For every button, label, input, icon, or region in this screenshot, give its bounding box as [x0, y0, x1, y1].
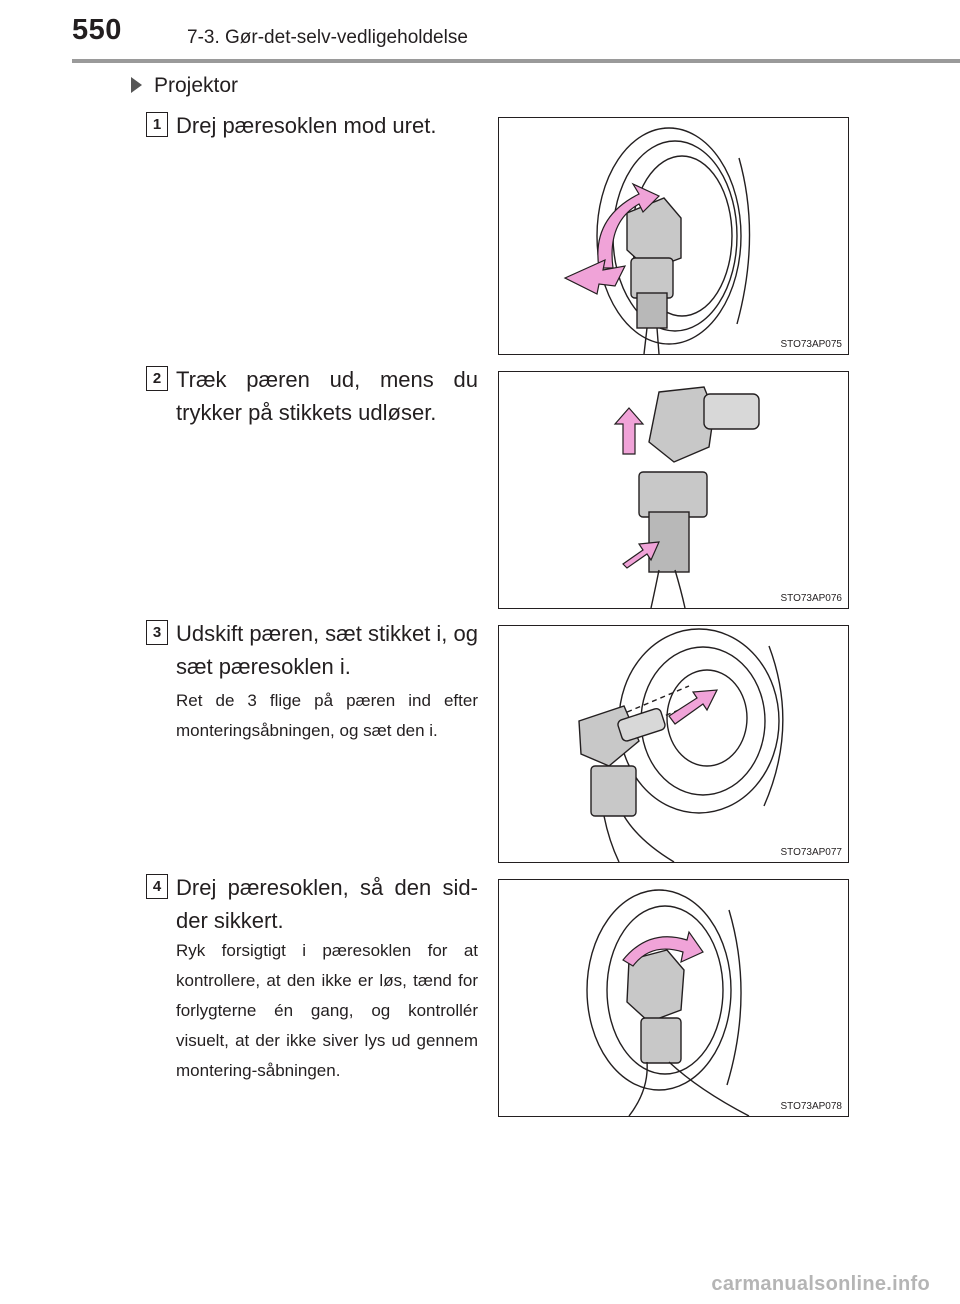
bulb-socket-lock-illustration [586, 889, 750, 1116]
subheading: Projektor [131, 74, 238, 98]
step-4-note: Ryk forsigtigt i pæresoklen for at kontr… [176, 941, 478, 1080]
step-1-text: Drej pæresoklen mod uret. [176, 113, 437, 138]
watermark-link[interactable]: carmanualsonline.info [711, 1273, 930, 1295]
figure-code-2: STO73AP076 [780, 593, 842, 604]
bulb-socket-rotate-illustration [563, 127, 751, 354]
figure-code-4: STO73AP078 [780, 1101, 842, 1112]
figure-code-1: STO73AP075 [780, 339, 842, 350]
bulb-insert-illustration [578, 628, 784, 862]
page-number: 550 [72, 14, 122, 46]
step-3-text: Udskift pæren, sæt stikket i, og sæt pær… [176, 621, 478, 679]
step-3-note: Ret de 3 flige på pæren ind efter monter… [176, 691, 478, 740]
figure-step-3: STO73AP077 [498, 625, 849, 863]
figure-step-2: STO73AP076 [498, 371, 849, 609]
section-title: 7-3. Gør-det-selv-vedligeholdelse [187, 27, 468, 48]
step-number-4: 4 [146, 874, 168, 899]
figure-step-1: STO73AP075 [498, 117, 849, 355]
triangle-bullet-icon [131, 77, 142, 93]
step-4-text: Drej pæresoklen, så den sid-der sikkert. [176, 875, 478, 933]
header-rule [72, 59, 960, 63]
step-2-text: Træk pæren ud, mens du trykker på stikke… [176, 367, 478, 425]
step-number-1: 1 [146, 112, 168, 137]
figure-code-3: STO73AP077 [780, 847, 842, 858]
step-number-3: 3 [146, 620, 168, 645]
subheading-label: Projektor [154, 74, 239, 97]
figure-step-4: STO73AP078 [498, 879, 849, 1117]
bulb-pull-out-illustration [613, 386, 760, 608]
step-number-2: 2 [146, 366, 168, 391]
